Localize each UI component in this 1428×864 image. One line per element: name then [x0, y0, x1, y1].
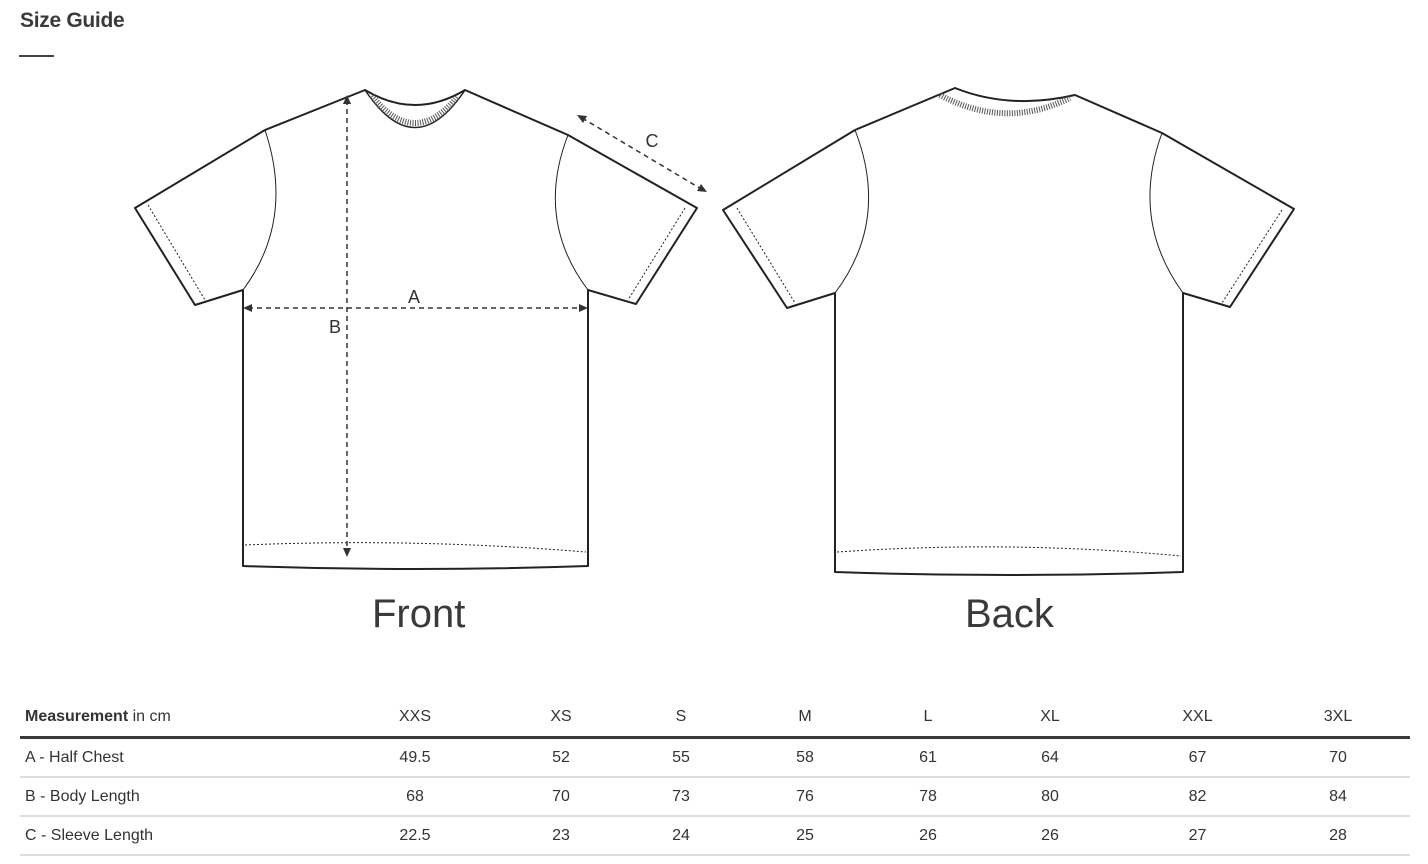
size-value: 70	[485, 777, 637, 817]
size-header: M	[725, 698, 885, 739]
size-value: 28	[1266, 816, 1410, 856]
size-value: 25	[725, 816, 885, 856]
measure-line-c	[581, 117, 704, 191]
size-header: L	[885, 698, 971, 739]
size-header: XL	[971, 698, 1129, 739]
marker-b: B	[329, 317, 341, 337]
size-header: XS	[485, 698, 637, 739]
size-header: XXL	[1129, 698, 1266, 739]
marker-c: C	[646, 131, 659, 151]
size-value: 80	[971, 777, 1129, 817]
page-title: Size Guide	[20, 9, 125, 32]
size-value: 22.5	[345, 816, 485, 856]
back-label: Back	[965, 592, 1054, 636]
size-value: 52	[485, 737, 637, 778]
size-value: 67	[1129, 737, 1266, 778]
marker-a: A	[408, 287, 420, 307]
size-table: Measurement in cm XXS XS S M L XL XXL 3X…	[20, 698, 1410, 856]
row-label: C - Sleeve Length	[20, 816, 345, 856]
size-value: 68	[345, 777, 485, 817]
measurement-header: Measurement in cm	[20, 698, 345, 739]
tshirt-diagram: A B C	[134, 87, 1295, 576]
size-value: 23	[485, 816, 637, 856]
size-value: 27	[1129, 816, 1266, 856]
size-value: 26	[885, 816, 971, 856]
size-value: 73	[637, 777, 725, 817]
front-label: Front	[372, 592, 466, 636]
row-label: B - Body Length	[20, 777, 345, 817]
front-shirt	[134, 89, 698, 570]
size-value: 61	[885, 737, 971, 778]
row-label: A - Half Chest	[20, 737, 345, 778]
size-value: 84	[1266, 777, 1410, 817]
size-header: S	[637, 698, 725, 739]
title-underline	[19, 55, 54, 57]
table-header-row: Measurement in cm XXS XS S M L XL XXL 3X…	[20, 698, 1410, 739]
size-value: 82	[1129, 777, 1266, 817]
size-value: 58	[725, 737, 885, 778]
size-value: 78	[885, 777, 971, 817]
size-value: 70	[1266, 737, 1410, 778]
size-value: 26	[971, 816, 1129, 856]
back-shirt	[722, 87, 1295, 576]
size-value: 76	[725, 777, 885, 817]
size-header: 3XL	[1266, 698, 1410, 739]
size-value: 49.5	[345, 737, 485, 778]
size-value: 55	[637, 737, 725, 778]
size-header: XXS	[345, 698, 485, 739]
size-value: 24	[637, 816, 725, 856]
size-value: 64	[971, 737, 1129, 778]
